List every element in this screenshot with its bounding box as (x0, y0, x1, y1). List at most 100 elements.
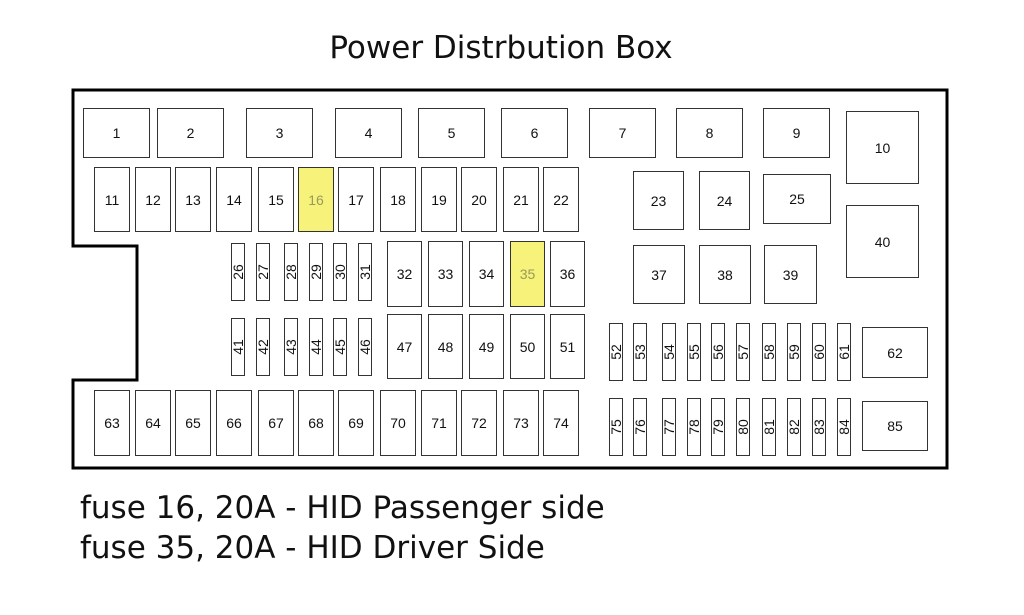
fuse-label: 14 (226, 191, 242, 208)
fuse-18: 18 (380, 167, 416, 232)
fuse-1: 1 (83, 108, 150, 158)
fuse-label: 26 (230, 264, 247, 280)
fuse-label: 31 (357, 264, 374, 280)
fuse-label: 74 (553, 415, 569, 431)
fuse-label: 6 (530, 125, 539, 141)
fuse-label: 54 (661, 344, 678, 360)
fuse-label: 66 (226, 415, 242, 431)
fuse-label: 68 (308, 415, 324, 431)
fuse-51: 51 (550, 314, 585, 379)
fuse-label: 4 (364, 125, 373, 141)
fuse-label: 79 (710, 419, 727, 435)
fuse-33: 33 (428, 241, 463, 307)
fuse-8: 8 (676, 108, 743, 158)
fuse-label: 48 (437, 338, 454, 355)
fuse-label: 80 (735, 419, 752, 435)
fuse-label: 29 (308, 264, 325, 280)
fuse-15: 15 (258, 167, 294, 232)
fuse-5: 5 (418, 108, 485, 158)
fuse-49: 49 (469, 314, 504, 379)
fuse-4: 4 (335, 108, 402, 158)
fuse-45: 45 (332, 318, 349, 376)
fuse-81: 81 (761, 398, 778, 456)
note-fuse-16: fuse 16, 20A - HID Passenger side (80, 490, 605, 526)
fuse-label: 44 (308, 339, 325, 355)
fuse-47: 47 (387, 314, 422, 379)
fuse-label: 49 (478, 338, 495, 355)
fuse-label: 81 (761, 419, 778, 435)
fuse-74: 74 (543, 390, 579, 456)
fuse-38: 38 (699, 245, 751, 304)
fuse-label: 67 (268, 415, 284, 431)
fuse-label: 58 (761, 344, 778, 360)
fuse-77: 77 (661, 398, 677, 456)
fuse-label: 16 (308, 191, 324, 208)
fuse-label: 60 (811, 344, 828, 360)
fuse-23: 23 (633, 171, 684, 230)
fuse-64: 64 (135, 390, 171, 456)
fuse-19: 19 (421, 167, 457, 232)
fuse-57: 57 (735, 323, 752, 381)
fuse-label: 8 (705, 125, 714, 141)
fuse-43: 43 (283, 318, 300, 376)
fuse-37: 37 (633, 245, 685, 304)
fuse-41: 41 (230, 318, 246, 376)
fuse-label: 55 (686, 344, 703, 360)
fuse-label: 12 (145, 191, 161, 208)
fuse-label: 64 (145, 415, 161, 431)
fuse-label: 24 (716, 192, 733, 209)
fuse-label: 9 (792, 125, 801, 141)
fuse-78: 78 (686, 398, 702, 456)
fuse-label: 22 (553, 191, 569, 208)
fuse-55: 55 (686, 323, 703, 381)
fuse-label: 15 (268, 191, 284, 208)
fuse-2: 2 (157, 108, 224, 158)
fuse-label: 71 (431, 415, 447, 431)
fuse-75: 75 (608, 398, 624, 456)
fuse-40: 40 (846, 205, 919, 278)
fuse-9: 9 (763, 108, 830, 158)
fuse-label: 53 (632, 344, 649, 360)
fuse-label: 47 (396, 338, 413, 355)
fuse-label: 51 (559, 338, 576, 355)
fuse-label: 17 (348, 191, 364, 208)
fuse-22: 22 (543, 167, 579, 232)
fuse-53: 53 (632, 323, 649, 381)
fuse-42: 42 (255, 318, 271, 376)
fuse-13: 13 (175, 167, 211, 232)
fuse-52: 52 (608, 323, 625, 381)
fuse-label: 10 (874, 139, 891, 156)
fuse-67: 67 (258, 390, 294, 456)
fuse-11: 11 (94, 167, 130, 232)
fuse-label: 25 (789, 191, 805, 207)
fuse-63: 63 (94, 390, 130, 456)
fuse-6: 6 (501, 108, 568, 158)
fuse-label: 62 (887, 344, 903, 361)
fuse-label: 11 (104, 191, 120, 208)
fuse-label: 52 (608, 344, 625, 360)
fuse-24: 24 (699, 171, 750, 230)
fuse-label: 57 (735, 344, 752, 360)
fuse-label: 37 (651, 266, 667, 283)
fuse-label: 76 (632, 419, 649, 435)
fuse-12: 12 (135, 167, 171, 232)
fuse-label: 43 (283, 339, 300, 355)
fuse-25: 25 (763, 174, 831, 224)
fuse-7: 7 (589, 108, 656, 158)
fuse-label: 28 (283, 264, 300, 280)
fuse-68: 68 (298, 390, 334, 456)
fuse-label: 61 (836, 344, 853, 360)
note-fuse-35: fuse 35, 20A - HID Driver Side (80, 530, 545, 566)
fuse-85: 85 (862, 401, 928, 451)
fuse-66: 66 (216, 390, 252, 456)
fuse-label: 45 (332, 339, 349, 355)
fuse-54: 54 (661, 323, 678, 381)
fuse-label: 83 (811, 419, 828, 435)
fuse-label: 34 (478, 266, 495, 282)
fuse-14: 14 (216, 167, 252, 232)
fuse-label: 3 (275, 125, 284, 141)
fuse-label: 19 (431, 191, 447, 208)
fuse-label: 32 (396, 266, 413, 282)
fuse-29: 29 (308, 243, 325, 301)
